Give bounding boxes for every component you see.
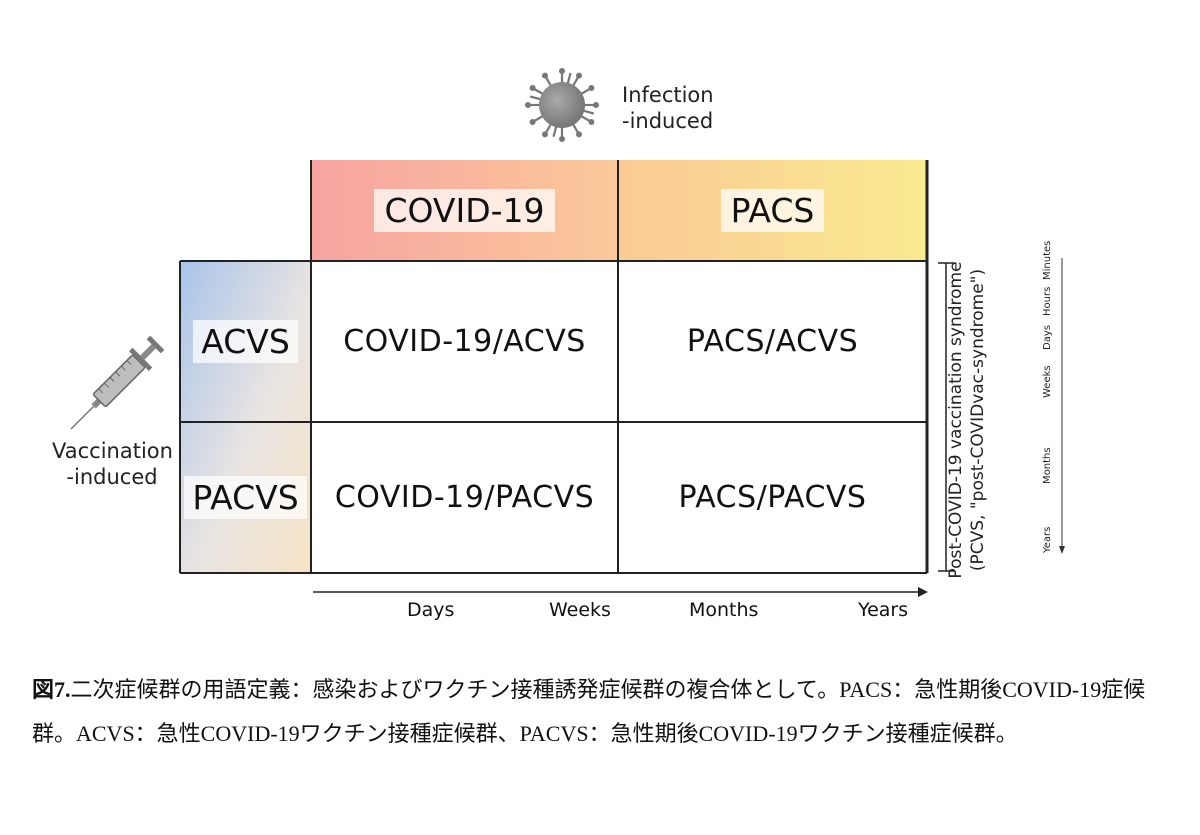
pcvs-side-label-line2: (PCVS, "post-COVIDvac-syndrome") [968,268,988,572]
figure-caption-text: 二次症候群の用語定義：感染およびワクチン接種誘発症候群の複合体として。PACS：… [32,677,1146,746]
side-scale-hours: Hours [1042,286,1053,316]
cell-pacs-pacvs: PACS/PACVS [678,480,867,515]
column-header-covid: COVID-19 [311,160,618,261]
row-header-pacvs: PACVS [180,422,311,573]
side-scale-years: Years [1042,526,1053,553]
row-header-bg [180,261,311,573]
infection-label: Infection -induced [622,82,714,134]
column-header-pacs: PACS [618,160,927,261]
figure-number: 図7. [32,677,71,702]
vaccination-label: Vaccination -induced [52,438,173,490]
infection-label-line1: Infection [622,83,714,107]
infection-label-line2: -induced [622,109,714,133]
grid-lines [179,160,929,574]
cell-covid-pacvs: COVID-19/PACVS [334,480,595,515]
pcvs-side-label-line1: Post-COVID-19 vaccination syndrome [946,261,966,579]
column-header-pacs-label: PACS [720,189,825,232]
time-axis-arrow [313,587,928,597]
cell-covid-acvs: COVID-19/ACVS [343,324,586,359]
side-time-arrow [1059,258,1065,554]
side-bracket [938,262,954,572]
side-scale-months: Months [1042,447,1053,484]
time-axis-weeks: Weeks [549,599,611,621]
side-scale-days: Days [1042,325,1053,350]
side-scale-weeks: Weeks [1042,365,1053,398]
pcvs-side-label: Post-COVID-19 vaccination syndrome (PCVS… [945,250,1005,590]
row-header-pacvs-label: PACVS [184,476,307,519]
syringe-icon [70,335,165,430]
syndrome-diagram: Infection -induced Vaccination -induced … [52,68,1065,621]
row-header-acvs: ACVS [180,261,311,422]
column-header-covid-label: COVID-19 [374,189,555,232]
vaccination-label-line2: -induced [66,465,158,489]
time-axis-days: Days [407,599,455,621]
time-axis-months: Months [689,599,759,621]
time-axis-years: Years [858,599,909,621]
cell-pacs-acvs: PACS/ACVS [686,324,859,359]
figure-caption: 図7.二次症候群の用語定義：感染およびワクチン接種誘発症候群の複合体として。PA… [32,668,1172,756]
side-scale-minutes: Minutes [1042,240,1053,280]
row-header-acvs-label: ACVS [193,320,298,363]
vaccination-label-line1: Vaccination [52,439,173,463]
virus-icon [525,68,599,142]
